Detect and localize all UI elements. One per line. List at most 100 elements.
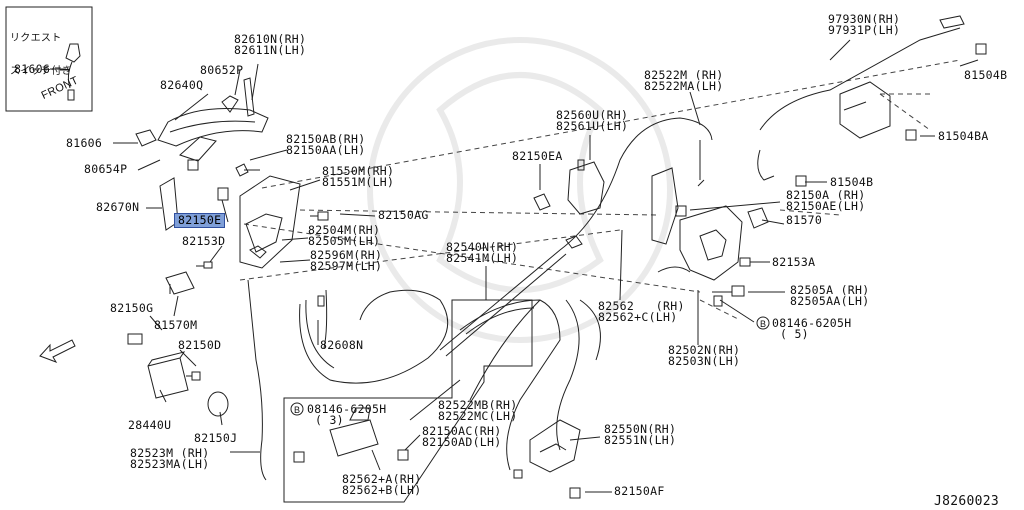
part-number: 82150AF <box>614 484 665 498</box>
part-label-82153D[interactable]: 82153D <box>182 235 225 247</box>
part-label-82562A[interactable]: 82562+A(RH)82562+B(LH) <box>342 472 422 497</box>
handle-cover-piece <box>179 136 217 171</box>
part-label-81570[interactable]: 81570 <box>786 213 823 227</box>
part-label-82540N[interactable]: 82540N(RH)82541M(LH) <box>446 241 518 264</box>
part-number: 08146-6205H <box>772 316 852 330</box>
b-circle-icon <box>290 316 770 416</box>
part-label-28440U[interactable]: 28440U <box>128 419 171 431</box>
part-label-81504B-top[interactable]: 81504B <box>964 68 1008 82</box>
bolt-82150AB <box>235 163 260 177</box>
part-label-81606-inset[interactable]: 81606 <box>14 63 50 75</box>
cable-guide <box>651 167 679 245</box>
part-number: 82505M(LH) <box>308 234 381 248</box>
part-label-82150A[interactable]: 82150A (RH)82150AE(LH) <box>786 189 866 213</box>
actuator-82560U <box>567 159 605 215</box>
bolt-82150AF <box>569 487 581 499</box>
part-number: 82523MA(LH) <box>130 457 210 471</box>
part-number: 82523M (RH) <box>130 446 210 460</box>
part-number: 82150G <box>110 301 154 315</box>
part-label-82150EA[interactable]: 82150EA <box>512 149 563 163</box>
part-number: 81504BA <box>938 129 989 143</box>
part-label-82560U[interactable]: 82560U(RH)82561U(LH) <box>556 109 628 132</box>
part-label-82523M[interactable]: 82523M (RH)82523MA(LH) <box>130 446 210 471</box>
part-label-08146-6205H-5[interactable]: 08146-6205H( 5) <box>772 316 852 340</box>
part-number: 81551M(LH) <box>322 175 395 189</box>
part-label-82150J[interactable]: 82150J <box>194 432 237 444</box>
part-label-82150G[interactable]: 82150G <box>110 301 154 315</box>
part-number: 82640Q <box>160 78 204 92</box>
inset-box <box>5 6 93 112</box>
part-number: 82150AA(LH) <box>286 143 366 157</box>
part-number: 82562+B(LH) <box>342 483 422 497</box>
cables <box>247 117 713 481</box>
part-number: 81570 <box>786 213 823 227</box>
part-number: 82150AD(LH) <box>422 435 502 449</box>
part-number: 82505A (RH) <box>790 283 870 297</box>
part-number: 82502N(RH) <box>668 343 741 357</box>
part-label-08146-6205H-3[interactable]: 08146-6205H( 3) <box>307 402 387 426</box>
part-label-82150AF[interactable]: 82150AF <box>614 484 665 498</box>
part-number: 82504M(RH) <box>308 223 381 237</box>
screw-08146-a <box>293 451 305 463</box>
part-label-82150D[interactable]: 82150D <box>178 339 221 351</box>
part-number: 81504B <box>964 68 1008 82</box>
screw-82153A <box>739 257 751 267</box>
part-number: 82550N(RH) <box>604 422 677 436</box>
part-label-82562[interactable]: 82562 (RH)82562+C(LH) <box>598 299 685 323</box>
part-label-82150AB[interactable]: 82150AB(RH)82150AA(LH) <box>286 132 366 157</box>
inset-title: リクエスト スイッチ付き <box>10 11 72 88</box>
part-number: 82597M(LH) <box>310 259 383 273</box>
part-label-82150AC[interactable]: 82150AC(RH)82150AD(LH) <box>422 425 502 449</box>
part-label-82153A[interactable]: 82153A <box>772 256 815 268</box>
part-label-81570M[interactable]: 81570M <box>154 319 197 331</box>
part-label-81606[interactable]: 81606 <box>66 136 103 150</box>
part-label-97930N[interactable]: 97930N(RH)97931P(LH) <box>828 12 901 36</box>
part-number: 81550M(RH) <box>322 164 395 178</box>
part-number: 82150AB(RH) <box>286 132 366 146</box>
part-label-80654P[interactable]: 80654P <box>84 163 127 175</box>
bolt-81504B <box>795 175 807 187</box>
part-label-82150E-highlighted[interactable]: 82150E <box>174 213 226 228</box>
front-arrow-icon <box>39 339 76 363</box>
b-circle-letter: B <box>294 405 300 415</box>
part-label-81504BA[interactable]: 81504BA <box>938 129 989 143</box>
inset-title-line: リクエスト <box>10 33 62 44</box>
part-label-82502N[interactable]: 82502N(RH)82503N(LH) <box>668 343 741 368</box>
part-label-82522M[interactable]: 82522M (RH)82522MA(LH) <box>644 69 723 92</box>
part-label-82505A[interactable]: 82505A (RH)82505AA(LH) <box>790 283 870 308</box>
part-label-82150AG[interactable]: 82150AG <box>378 209 429 221</box>
part-number: 82562+A(RH) <box>342 472 422 486</box>
part-label-82608N[interactable]: 82608N <box>320 339 363 351</box>
part-label-82504M[interactable]: 82504M(RH)82505M(LH) <box>308 223 381 248</box>
part-label-82640Q[interactable]: 82640Q <box>160 78 204 92</box>
inset-title-line: スイッチ付き <box>10 66 72 77</box>
part-number: 82503N(LH) <box>668 354 741 368</box>
part-number: 82505AA(LH) <box>790 294 870 308</box>
part-label-81550M[interactable]: 81550M(RH)81551M(LH) <box>322 164 395 189</box>
part-number: 82670N <box>96 200 140 214</box>
part-number: 97930N(RH) <box>828 12 901 26</box>
part-label-82522MB[interactable]: 82522MB(RH)82522MC(LH) <box>438 399 517 422</box>
slide-door-motor <box>757 15 965 181</box>
part-number: 08146-6205H <box>307 402 387 416</box>
key-cylinder <box>135 129 157 147</box>
bolt-81504B-top <box>975 43 987 55</box>
inset-switch-icon <box>65 43 81 101</box>
part-number: 82562 (RH) <box>598 299 685 313</box>
part-label-82670N[interactable]: 82670N <box>96 200 140 214</box>
part-number: 82150AE(LH) <box>786 199 866 213</box>
part-label-80652P[interactable]: 80652P <box>200 64 243 76</box>
lower-lock-82550N <box>529 419 581 473</box>
part-label-82550N[interactable]: 82550N(RH)82551N(LH) <box>604 422 677 447</box>
part-label-81504B[interactable]: 81504B <box>830 176 873 188</box>
part-number: 81606 <box>66 136 103 150</box>
part-label-82610N[interactable]: 82610N(RH)82611N(LH) <box>234 33 307 57</box>
part-label-82596M[interactable]: 82596M(RH)82597M(LH) <box>310 249 383 273</box>
part-number: 82551N(LH) <box>604 433 677 447</box>
part-number: 82150EA <box>512 149 563 163</box>
part-number: 82611N(LH) <box>234 43 307 57</box>
bolt-82150AG <box>310 211 329 221</box>
bracket-81570M <box>165 271 195 295</box>
